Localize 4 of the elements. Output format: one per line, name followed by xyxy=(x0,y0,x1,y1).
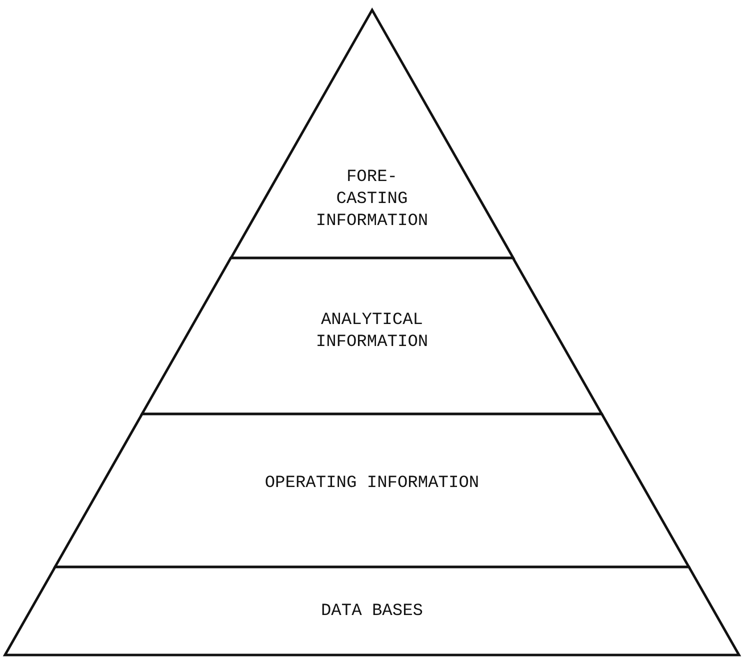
tier-label: FORE- CASTING INFORMATION xyxy=(314,167,430,233)
tier-label: ANALYTICAL INFORMATION xyxy=(314,310,430,354)
tier-label: OPERATING INFORMATION xyxy=(264,473,480,495)
tier-label: DATA BASES xyxy=(320,601,423,623)
